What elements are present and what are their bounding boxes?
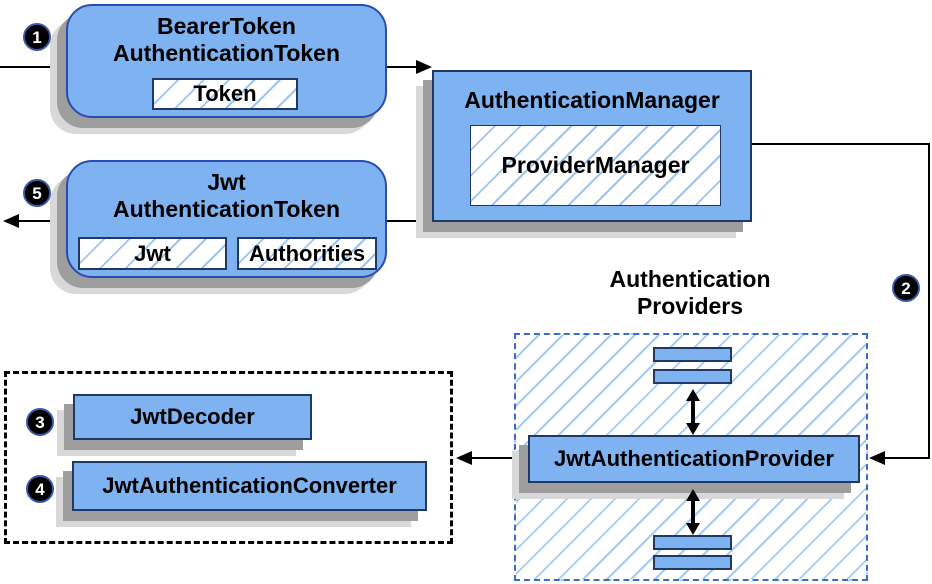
authentication-providers-container: JwtAuthenticationProvider: [514, 333, 868, 581]
connector-provider-to-decoder: [472, 457, 528, 459]
step-badge-2: 2: [892, 274, 920, 302]
connector-bearer-to-manager: [387, 66, 416, 68]
provider-slot-bar: [653, 555, 732, 570]
arrow-shaft: [691, 399, 695, 425]
authentication-providers-label-line1: Authentication: [609, 266, 771, 292]
provider-slot-bar: [653, 347, 732, 362]
arrowhead-left-icon: [3, 214, 19, 228]
jwt-authentication-converter-label: JwtAuthenticationConverter: [102, 473, 397, 498]
bearer-token-box-title: BearerToken AuthenticationToken: [68, 13, 385, 67]
authentication-providers-label-line2: Providers: [636, 293, 744, 319]
connector-jwt-token-out: [19, 220, 66, 222]
jwt-field: Jwt: [78, 237, 227, 270]
token-field: Token: [152, 78, 298, 110]
connector-manager-to-provider-bottom: [885, 457, 930, 459]
provider-manager-box: ProviderManager: [470, 125, 721, 206]
arrowhead-up-icon: [686, 489, 700, 501]
authorities-field: Authorities: [237, 237, 377, 270]
arrowhead-down-icon: [686, 423, 700, 435]
bearer-token-title-line1: BearerToken: [157, 13, 296, 39]
jwt-token-title-line2: AuthenticationToken: [112, 196, 340, 222]
jwt-authentication-token-box: Jwt AuthenticationToken Jwt Authorities: [66, 160, 387, 278]
provider-slot-bar: [653, 369, 732, 384]
jwt-authentication-provider-box: JwtAuthenticationProvider: [528, 435, 860, 483]
step-badge-1-number: 1: [32, 27, 42, 47]
step-badge-5: 5: [23, 179, 51, 207]
connector-manager-to-provider-top: [752, 143, 930, 145]
connector-manager-to-jwt-token: [387, 220, 432, 222]
jwt-token-box-title: Jwt AuthenticationToken: [68, 169, 385, 223]
connector-manager-to-provider-vertical: [928, 143, 930, 459]
authorities-field-label: Authorities: [248, 240, 366, 266]
authentication-manager-box: AuthenticationManager ProviderManager: [432, 70, 752, 222]
step-badge-3-number: 3: [35, 412, 45, 432]
authentication-manager-title-text: AuthenticationManager: [464, 87, 720, 113]
arrowhead-up-icon: [686, 389, 700, 401]
jwt-token-title-line1: Jwt: [207, 169, 246, 195]
double-arrow-icon: [686, 389, 700, 435]
connector-request-in: [0, 66, 66, 68]
arrowhead-left-icon: [869, 451, 885, 465]
bearer-token-authentication-token-box: BearerToken AuthenticationToken Token: [66, 4, 387, 118]
token-field-label: Token: [193, 81, 257, 106]
provider-manager-label: ProviderManager: [501, 152, 690, 178]
authentication-manager-title: AuthenticationManager: [434, 87, 750, 114]
arrow-shaft: [691, 499, 695, 525]
decoder-converter-container: JwtDecoder JwtAuthenticationConverter: [4, 371, 453, 544]
bearer-token-title-line2: AuthenticationToken: [112, 40, 340, 66]
jwt-authentication-provider-label: JwtAuthenticationProvider: [554, 446, 834, 471]
arrowhead-right-icon: [416, 60, 432, 74]
jwt-decoder-label: JwtDecoder: [130, 404, 255, 429]
jwt-field-label: Jwt: [134, 240, 171, 266]
step-badge-3: 3: [26, 408, 54, 436]
jwt-decoder-box: JwtDecoder: [73, 394, 312, 440]
provider-slot-bar: [653, 535, 732, 550]
arrowhead-left-icon: [456, 451, 472, 465]
step-badge-2-number: 2: [901, 278, 911, 298]
jwt-authentication-converter-box: JwtAuthenticationConverter: [72, 461, 427, 511]
arrowhead-down-icon: [686, 523, 700, 535]
double-arrow-icon: [686, 489, 700, 535]
step-badge-4-number: 4: [35, 479, 45, 499]
authentication-providers-label: Authentication Providers: [540, 266, 840, 320]
step-badge-4: 4: [26, 475, 54, 503]
step-badge-1: 1: [23, 23, 51, 51]
step-badge-5-number: 5: [32, 183, 42, 203]
